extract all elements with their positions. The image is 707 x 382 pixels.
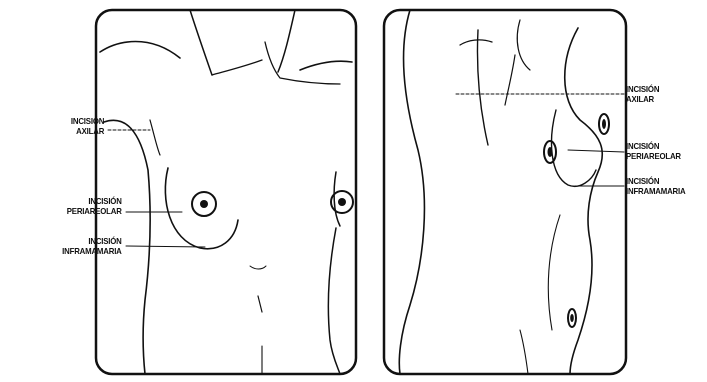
side-view-panel — [384, 10, 626, 374]
label-inframamaria-side-line2: INFRAMAMARIA — [626, 186, 685, 196]
front-nipple-left — [200, 200, 208, 208]
front-nipple-right — [338, 198, 346, 206]
label-periareolar-side-line1: INCISIÓN — [626, 141, 681, 151]
label-inframamaria-line2: INFRAMAMARIA — [63, 246, 122, 256]
front-clavicle — [265, 42, 340, 84]
front-clavicle — [212, 60, 262, 75]
leader-periareolar-side — [568, 150, 624, 152]
front-armpit — [150, 120, 160, 155]
front-neck-line — [190, 10, 212, 75]
label-axilar-side-line1: INCISIÓN — [626, 84, 659, 94]
side-nipple — [548, 147, 553, 157]
label-inframamaria-line1: INCISIÓN — [63, 236, 122, 246]
label-axilar-line1: INCISIÓN — [71, 116, 104, 126]
label-periareolar-line2: PERIAREOLAR — [67, 206, 122, 216]
front-breast-left — [165, 168, 238, 249]
side-panel-frame — [384, 10, 626, 374]
side-back-contour — [399, 10, 424, 374]
front-shoulder — [100, 42, 180, 59]
label-periareolar-side: INCISIÓN PERIAREOLAR — [626, 141, 681, 161]
side-torso-line — [548, 215, 560, 330]
label-periareolar: INCISIÓN PERIAREOLAR — [67, 196, 122, 216]
label-axilar-line2: AXILAR — [71, 126, 104, 136]
label-axilar: INCISIÓN AXILAR — [71, 116, 104, 136]
side-arm-line — [517, 20, 530, 70]
front-waist — [250, 266, 266, 269]
side-front-contour — [565, 28, 603, 374]
side-arm-line — [477, 30, 488, 145]
label-inframamaria-side: INCISIÓN INFRAMAMARIA — [626, 176, 685, 196]
label-axilar-side: INCISIÓN AXILAR — [626, 84, 659, 104]
front-view-panel — [96, 10, 356, 374]
side-arm-line — [460, 40, 492, 45]
label-inframamaria: INCISIÓN INFRAMAMARIA — [63, 236, 122, 256]
front-neck-line — [278, 10, 295, 72]
front-midline — [258, 296, 262, 312]
label-axilar-side-line2: AXILAR — [626, 94, 659, 104]
side-axilla-mark-fill — [602, 119, 606, 129]
front-torso-contour — [328, 228, 340, 374]
side-torso-line — [520, 330, 528, 374]
label-inframamaria-side-line1: INCISIÓN — [626, 176, 685, 186]
side-arm-line — [505, 55, 515, 105]
label-periareolar-line1: INCISIÓN — [67, 196, 122, 206]
side-breast — [552, 110, 596, 186]
front-breast-right — [334, 172, 340, 226]
front-shoulder — [300, 61, 352, 70]
label-periareolar-side-line2: PERIAREOLAR — [626, 151, 681, 161]
side-lower-mark-fill — [570, 314, 574, 322]
